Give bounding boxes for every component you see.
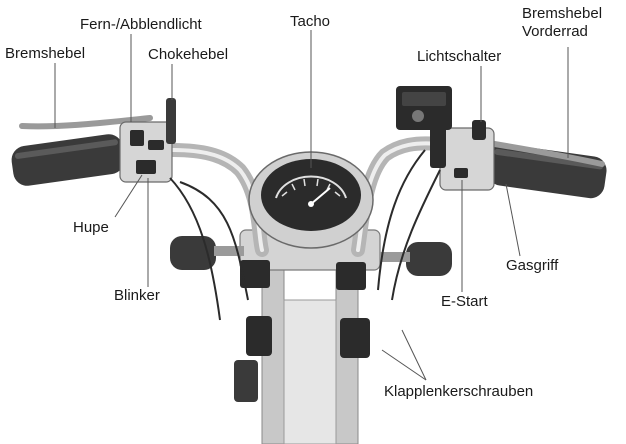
label-brake-lever-left: Bremshebel xyxy=(5,45,85,62)
label-brake-lever-front-line2: Vorderrad xyxy=(522,23,588,40)
label-e-start: E-Start xyxy=(441,293,488,310)
label-indicator: Blinker xyxy=(114,287,160,304)
label-speedometer: Tacho xyxy=(290,13,330,30)
label-mirror-screws: Klapplenkerschrauben xyxy=(384,383,533,400)
label-horn: Hupe xyxy=(73,219,109,236)
label-choke-lever: Chokehebel xyxy=(148,46,228,63)
label-throttle-grip: Gasgriff xyxy=(506,257,558,274)
label-high-low-beam: Fern-/Abblendlicht xyxy=(80,16,202,33)
label-brake-lever-front-line1: Bremshebel xyxy=(522,5,602,22)
label-light-switch: Lichtschalter xyxy=(417,48,501,65)
